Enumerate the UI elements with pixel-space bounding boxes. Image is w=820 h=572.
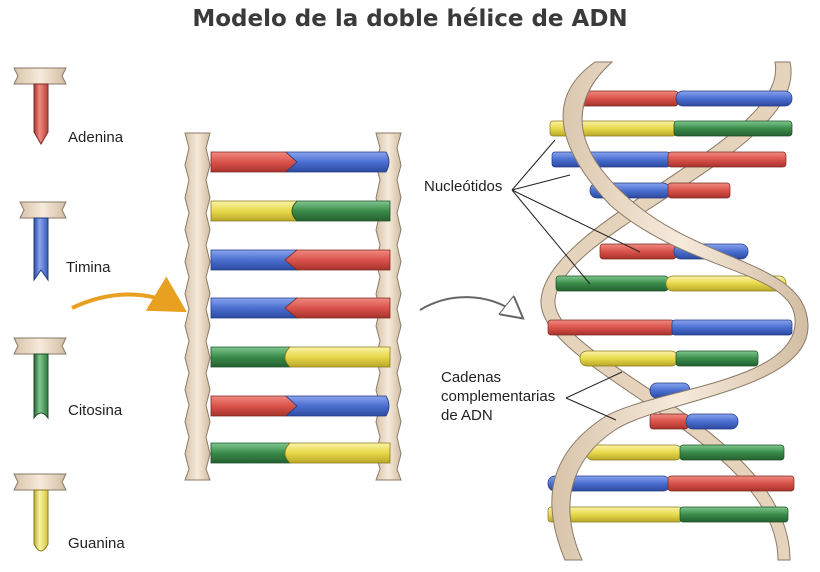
ladder-rung [210,200,391,222]
chains-label-line-2: complementarias [441,388,556,405]
legend-label-adenine: Adenina [68,129,124,146]
legend-label-thymine: Timina [66,259,111,276]
helix-base-pair [547,319,793,336]
helix-base-pair [649,413,739,430]
helix-base-pair [579,350,759,367]
ladder-rung [210,346,391,368]
ladder-left-backbone [184,132,211,481]
diagram-title: Modelo de la doble hélice de ADN [192,6,628,32]
nucleotides-label: Nucleótidos [424,178,503,195]
helix-base-pair [547,506,789,523]
nucleotides-pointer-lines [511,139,641,285]
ladder-rung [210,151,390,173]
ladder-rung [210,297,391,319]
chains-pointer-lines [565,371,623,421]
arrow-to-ladder [71,276,187,313]
legend-cytosine-nucleotide [13,337,67,420]
helix-base-pair [549,120,793,137]
arrow-to-helix [419,297,520,316]
ladder-rung [210,249,391,271]
complementary-chains-label: Cadenas complementarias de ADN [441,368,555,425]
legend-label-guanine: Guanina [68,535,125,552]
chains-label-line-1: Cadenas [441,369,502,386]
legend-guanine-nucleotide [13,473,67,552]
helix-base-pair [547,475,795,492]
ladder-rung [210,395,390,417]
ladder-rung [210,442,391,464]
dna-double-helix [540,61,809,561]
chains-label-line-3: de ADN [441,407,493,424]
helix-base-pair [555,275,787,292]
legend-label-cytosine: Citosina [68,402,123,419]
helix-strand-front [551,61,809,561]
dna-ladder [184,132,402,481]
legend-adenine-nucleotide [13,67,67,145]
legend-thymine-nucleotide [19,201,67,282]
helix-base-pair [567,90,793,107]
helix-base-pair [585,444,785,461]
